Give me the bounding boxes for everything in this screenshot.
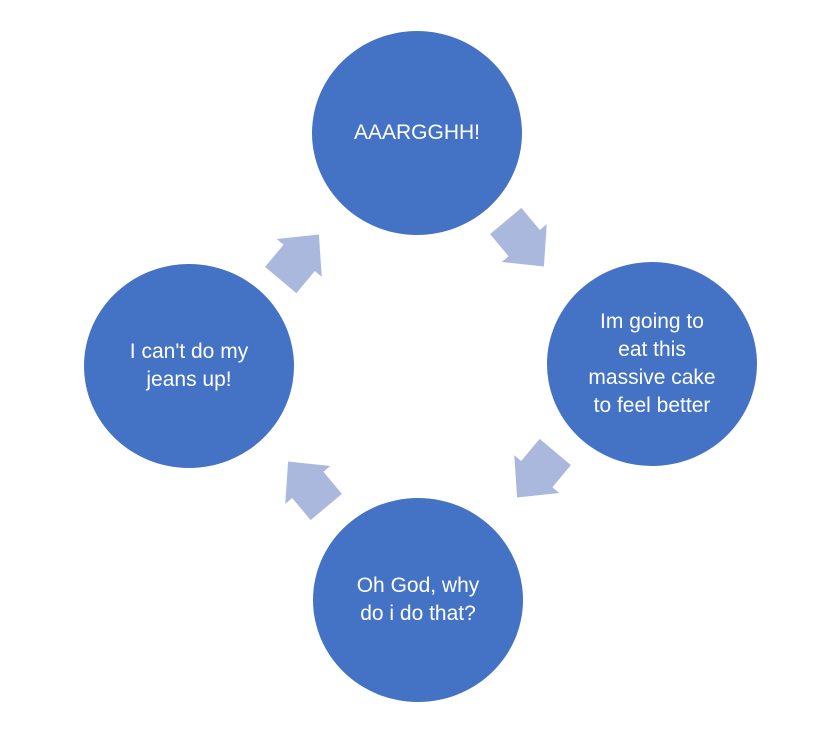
node-label-line: I can't do my — [129, 340, 249, 363]
block-arrow-icon — [285, 461, 342, 521]
node-label: Oh God, why do i do that? — [357, 572, 480, 628]
node-label-line: jeans up! — [146, 368, 232, 391]
node-label: Im going to eat this massive cake to fee… — [588, 308, 715, 420]
cycle-arrow-left-to-top — [258, 215, 343, 300]
cycle-arrow-bottom-to-left — [265, 442, 350, 527]
node-label-line: Im going to — [600, 310, 704, 333]
cycle-node-aaargghh: AAARGGHH! — [312, 31, 522, 235]
cycle-arrow-right-to-bottom — [494, 433, 579, 518]
node-label-line: AAARGGHH! — [353, 121, 481, 144]
cycle-node-jeans: I can't do my jeans up! — [84, 264, 294, 468]
node-label-line: massive cake — [588, 366, 716, 389]
block-arrow-icon — [265, 234, 322, 294]
block-arrow-icon — [514, 438, 571, 498]
cycle-node-oh-god: Oh God, why do i do that? — [313, 498, 523, 702]
node-label: AAARGGHH! — [354, 119, 480, 147]
node-label-line: to feel better — [593, 394, 711, 417]
node-label-line: Oh God, why — [356, 574, 480, 597]
cycle-arrow-top-to-right — [483, 202, 568, 287]
node-label-line: eat this — [618, 338, 686, 361]
cycle-node-eat-cake: Im going to eat this massive cake to fee… — [547, 262, 757, 466]
block-arrow-icon — [490, 207, 547, 267]
node-label-line: do i do that? — [360, 602, 476, 625]
node-label: I can't do my jeans up! — [130, 338, 248, 394]
